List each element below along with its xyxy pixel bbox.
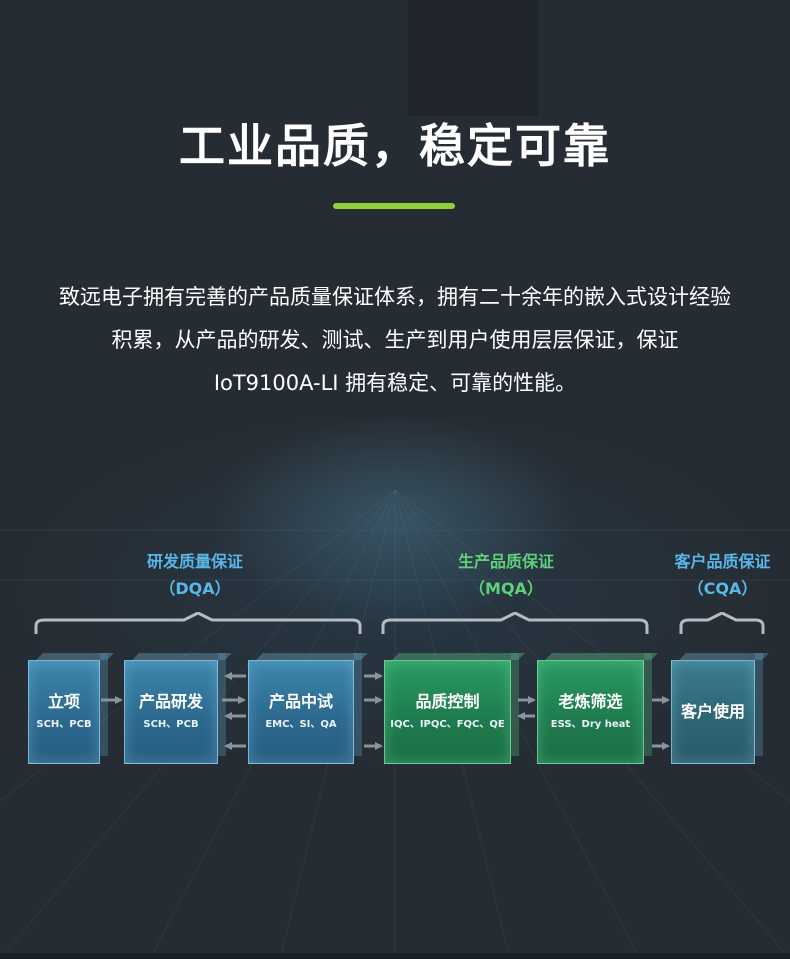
step-subtitle: EMC、SI、QA	[265, 719, 337, 730]
brace-cqa	[679, 612, 765, 634]
step-box-customer-use: 客户使用	[671, 653, 763, 764]
stage-abbr: （CQA）	[687, 579, 758, 598]
step-box-project: 立项 SCH、PCB	[28, 653, 108, 764]
step-subtitle: SCH、PCB	[36, 719, 92, 730]
step-box-development: 产品研发 SCH、PCB	[124, 653, 226, 764]
step-subtitle: SCH、PCB	[143, 719, 199, 730]
stage-abbr: （MQA）	[469, 579, 543, 598]
brace-mqa	[381, 612, 649, 634]
stage-name: 研发质量保证	[146, 552, 243, 571]
step-box-quality-control: 品质控制 IQC、IPQC、FQC、QE	[384, 653, 519, 764]
stage-label-dqa: 研发质量保证 （DQA）	[120, 548, 270, 602]
step-title: 产品研发	[138, 692, 203, 711]
step-title: 客户使用	[680, 702, 745, 721]
step-title: 产品中试	[268, 692, 333, 711]
brace-dqa	[34, 612, 362, 634]
step-title: 老炼筛选	[558, 692, 623, 711]
step-box-aging-screening: 老炼筛选 ESS、Dry heat	[537, 653, 652, 764]
step-box-pilot: 产品中试 EMC、SI、QA	[248, 653, 362, 764]
header-decoration	[408, 0, 538, 116]
step-subtitle: ESS、Dry heat	[550, 719, 631, 730]
stage-abbr: （DQA）	[159, 579, 231, 598]
step-title: 立项	[47, 692, 80, 711]
stage-label-mqa: 生产品质保证 （MQA）	[431, 548, 581, 602]
intro-paragraph: 致远电子拥有完善的产品质量保证体系，拥有二十余年的嵌入式设计经验积累，从产品的研…	[59, 285, 731, 395]
bottom-strip	[0, 953, 790, 959]
stage-name: 客户品质保证	[674, 552, 771, 571]
stage-name: 生产品质保证	[457, 552, 554, 571]
stage-label-cqa: 客户品质保证 （CQA）	[655, 548, 790, 602]
title-accent-bar	[333, 203, 455, 209]
step-title: 品质控制	[415, 692, 480, 711]
page-title: 工业品质，稳定可靠	[179, 119, 611, 173]
step-subtitle: IQC、IPQC、FQC、QE	[390, 719, 505, 730]
